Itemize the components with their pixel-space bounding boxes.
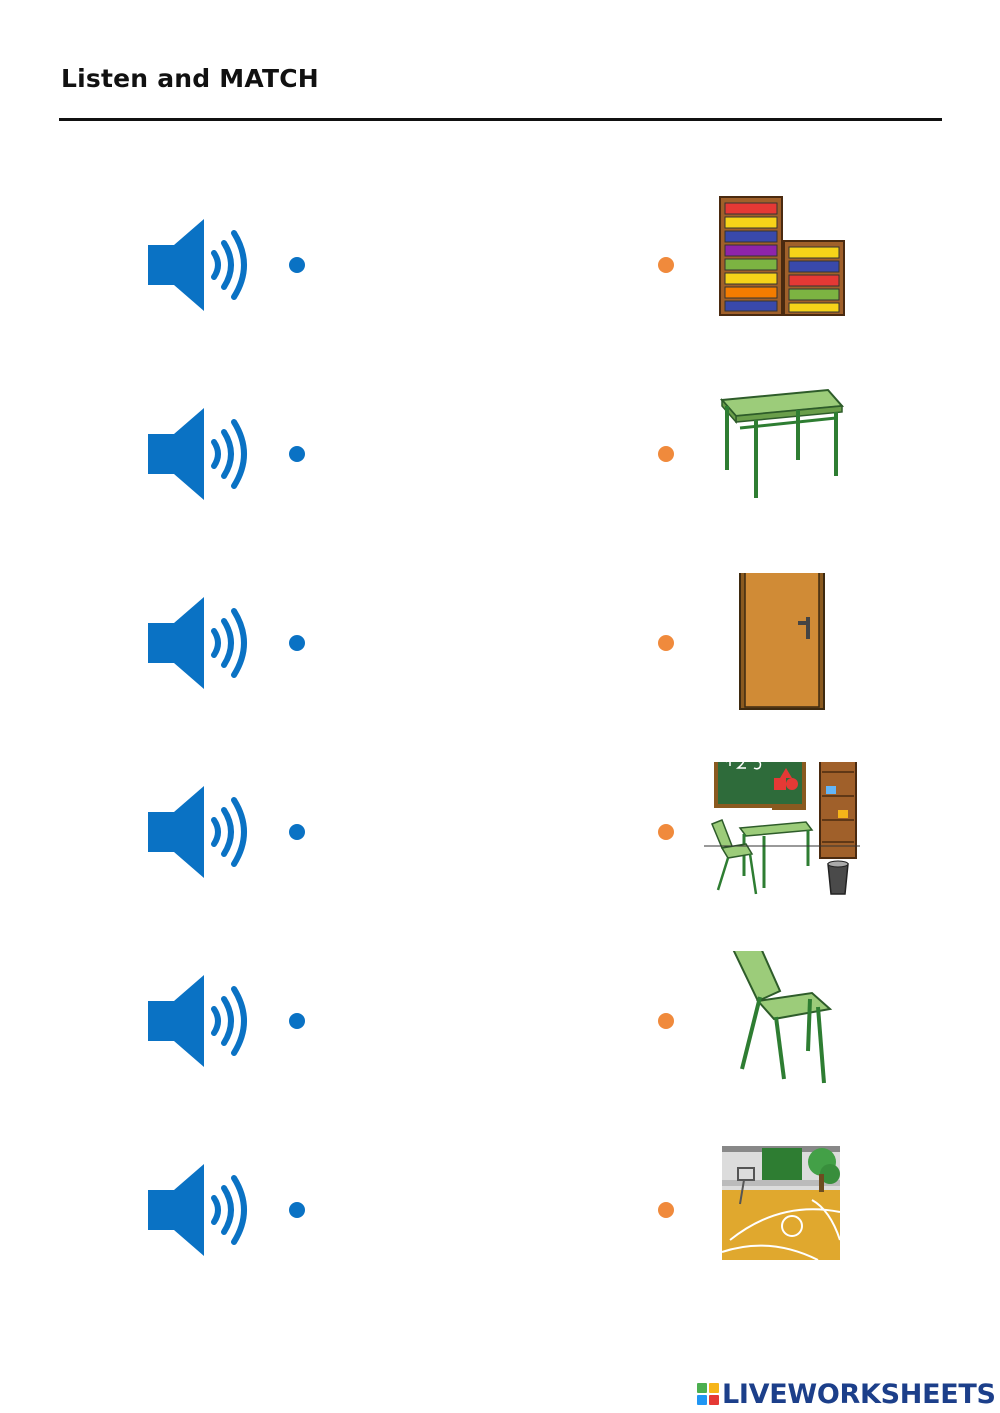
right-match-dot[interactable] — [658, 1202, 674, 1218]
speaker-icon[interactable] — [146, 406, 254, 502]
match-row-4 — [0, 762, 1000, 902]
logo-square — [697, 1383, 707, 1393]
title-divider — [59, 118, 942, 121]
left-match-dot[interactable] — [289, 257, 305, 273]
playground-icon — [721, 1146, 841, 1261]
match-row-1 — [0, 195, 1000, 335]
left-match-dot[interactable] — [289, 1013, 305, 1029]
speaker-icon[interactable] — [146, 1162, 254, 1258]
left-match-dot[interactable] — [289, 635, 305, 651]
speaker-icon[interactable] — [146, 595, 254, 691]
brand-name: LIVEWORKSHEETS — [722, 1378, 996, 1410]
left-match-dot[interactable] — [289, 446, 305, 462]
match-row-6 — [0, 1140, 1000, 1280]
speaker-icon[interactable] — [146, 973, 254, 1069]
door-icon — [739, 573, 825, 710]
left-match-dot[interactable] — [289, 824, 305, 840]
liveworksheets-logo: LIVEWORKSHEETS — [697, 1376, 996, 1412]
right-match-dot[interactable] — [658, 1013, 674, 1029]
match-row-2 — [0, 384, 1000, 524]
right-match-dot[interactable] — [658, 257, 674, 273]
match-row-3 — [0, 573, 1000, 713]
classroom-icon — [704, 762, 860, 895]
page-title: Listen and MATCH — [61, 64, 319, 93]
right-match-dot[interactable] — [658, 446, 674, 462]
speaker-icon[interactable] — [146, 217, 254, 313]
logo-mark-icon — [697, 1383, 719, 1405]
trays-shelf-icon — [719, 196, 845, 316]
logo-square — [697, 1395, 707, 1405]
logo-square — [709, 1383, 719, 1393]
logo-square — [709, 1395, 719, 1405]
chair-icon — [732, 951, 833, 1084]
match-row-5 — [0, 951, 1000, 1091]
school-desk-icon — [719, 388, 845, 498]
speaker-icon[interactable] — [146, 784, 254, 880]
right-match-dot[interactable] — [658, 635, 674, 651]
right-match-dot[interactable] — [658, 824, 674, 840]
left-match-dot[interactable] — [289, 1202, 305, 1218]
